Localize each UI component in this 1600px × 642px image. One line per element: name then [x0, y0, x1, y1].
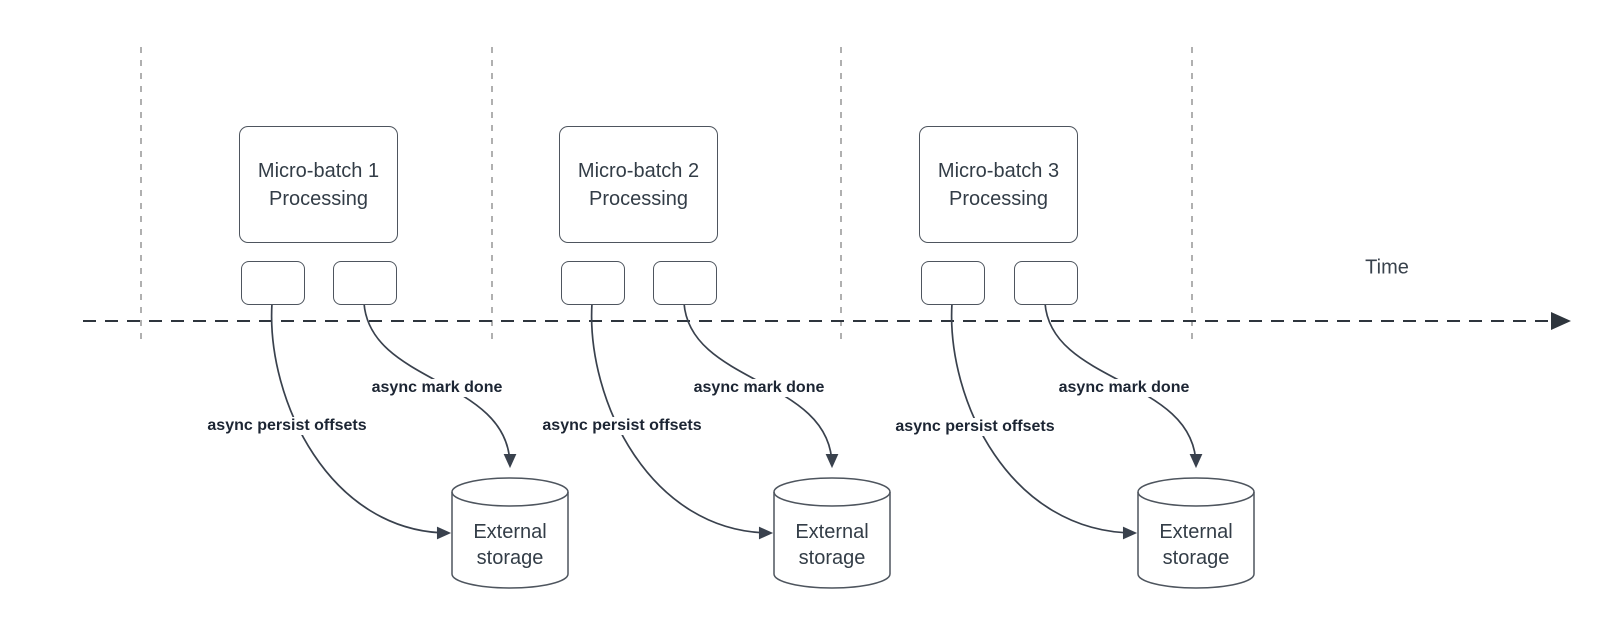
mark-done-label-1: async mark done: [368, 379, 506, 397]
micro-batch-1-subtitle: Processing: [269, 187, 368, 210]
cylinder-shape-2: [773, 477, 891, 589]
micro-batch-3-subtitle: Processing: [949, 187, 1048, 210]
done-task-box-3: [1014, 261, 1078, 305]
time-axis-label: Time: [1365, 256, 1409, 279]
external-storage-cylinder-3: External storage: [1137, 477, 1255, 589]
storage-title-1: External: [473, 521, 547, 543]
storage-title-3: External: [1159, 521, 1233, 543]
persist-offsets-label-1: async persist offsets: [204, 417, 370, 435]
micro-batch-1-title: Micro-batch 1: [257, 159, 380, 182]
storage-subtitle-2: storage: [798, 547, 866, 569]
offset-task-box-3: [921, 261, 985, 305]
storage-subtitle-3: storage: [1162, 547, 1230, 569]
persist-offsets-arrow-3: [950, 302, 1138, 540]
persist-offsets-label-2: async persist offsets: [539, 417, 705, 435]
persist-offsets-label-3: async persist offsets: [892, 418, 1058, 436]
offset-task-box-2: [561, 261, 625, 305]
offset-task-box-1: [241, 261, 305, 305]
micro-batch-2-box: Micro-batch 2 Processing: [559, 126, 718, 243]
persist-offsets-arrow-2: [590, 302, 774, 540]
micro-batch-2-title: Micro-batch 2: [577, 159, 700, 182]
storage-subtitle-1: storage: [476, 547, 544, 569]
micro-batch-2-subtitle: Processing: [589, 187, 688, 210]
storage-title-2: External: [795, 521, 869, 543]
done-task-box-2: [653, 261, 717, 305]
cylinder-shape-1: [451, 477, 569, 589]
cylinder-shape-3: [1137, 477, 1255, 589]
external-storage-cylinder-2: External storage: [773, 477, 891, 589]
persist-offsets-arrow-1: [270, 302, 452, 540]
mark-done-label-3: async mark done: [1055, 379, 1193, 397]
external-storage-cylinder-1: External storage: [451, 477, 569, 589]
mark-done-label-2: async mark done: [690, 379, 828, 397]
micro-batch-1-box: Micro-batch 1 Processing: [239, 126, 398, 243]
micro-batch-3-title: Micro-batch 3: [937, 159, 1060, 182]
micro-batch-3-box: Micro-batch 3 Processing: [919, 126, 1078, 243]
done-task-box-1: [333, 261, 397, 305]
